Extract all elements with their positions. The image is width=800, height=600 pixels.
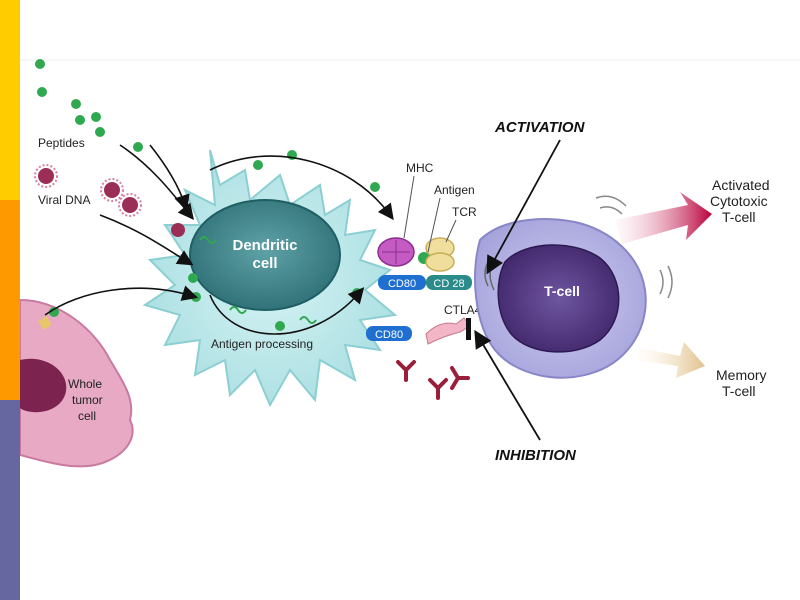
antigen-processing-label: Antigen processing <box>211 337 313 351</box>
memory-tcell-arrow <box>636 342 705 378</box>
tcr-label: TCR <box>452 205 477 219</box>
t-cell: T-cell <box>474 195 673 379</box>
whole-tumor-label-3: cell <box>78 409 96 423</box>
whole-tumor-label-2: tumor <box>72 393 103 407</box>
activation-arrow <box>486 139 561 275</box>
sidebar-yellow-segment <box>0 0 20 200</box>
peptides-label: Peptides <box>38 136 85 150</box>
antigen-label: Antigen <box>434 183 475 197</box>
memory-label-2: T-cell <box>722 383 755 399</box>
inhibition-arrow <box>474 329 541 441</box>
cd80-bottom-label: CD80 <box>375 329 403 341</box>
dendritic-label-2: cell <box>252 255 277 272</box>
antibody-icon <box>396 360 470 400</box>
activated-label-1: Activated <box>712 177 770 193</box>
viral-dna-icon: Viral DNA <box>34 164 185 237</box>
whole-tumor-label-1: Whole <box>68 377 102 391</box>
activation-label: ACTIVATION <box>494 119 586 136</box>
peptide-dot <box>49 307 59 317</box>
sidebar-orange-segment <box>0 200 20 400</box>
activated-label-2: Cytotoxic <box>710 193 768 209</box>
tcr-molecule <box>425 237 455 272</box>
dendritic-label-1: Dendritic <box>232 237 297 254</box>
activated-tcell-arrow <box>615 192 712 244</box>
memory-label-1: Memory <box>716 367 767 383</box>
cd80-top-label: CD80 <box>388 278 416 290</box>
tcell-label: T-cell <box>544 283 580 299</box>
uptake-arrows <box>44 144 394 335</box>
activated-label-3: T-cell <box>722 209 755 225</box>
cd80-cd28-pair: CD80 CD 28 <box>378 275 472 290</box>
cd28-label: CD 28 <box>433 278 464 290</box>
cd80-ctla4-pair: CD80 CTLA4 <box>366 303 482 345</box>
dendritic-cell: Dendritic cell Antigen processing <box>142 149 398 408</box>
whole-tumor-cell: Whole tumor cell <box>20 298 134 468</box>
viral-dna-label: Viral DNA <box>38 193 90 207</box>
immune-activation-diagram: Whole tumor cell Dendritic cell Antigen … <box>20 59 800 468</box>
inhibition-label: INHIBITION <box>495 447 577 464</box>
sidebar-purple-segment <box>0 400 20 600</box>
ctla4-label: CTLA4 <box>444 303 482 317</box>
mhc-molecule <box>377 237 415 267</box>
mhc-label: MHC <box>406 161 434 175</box>
